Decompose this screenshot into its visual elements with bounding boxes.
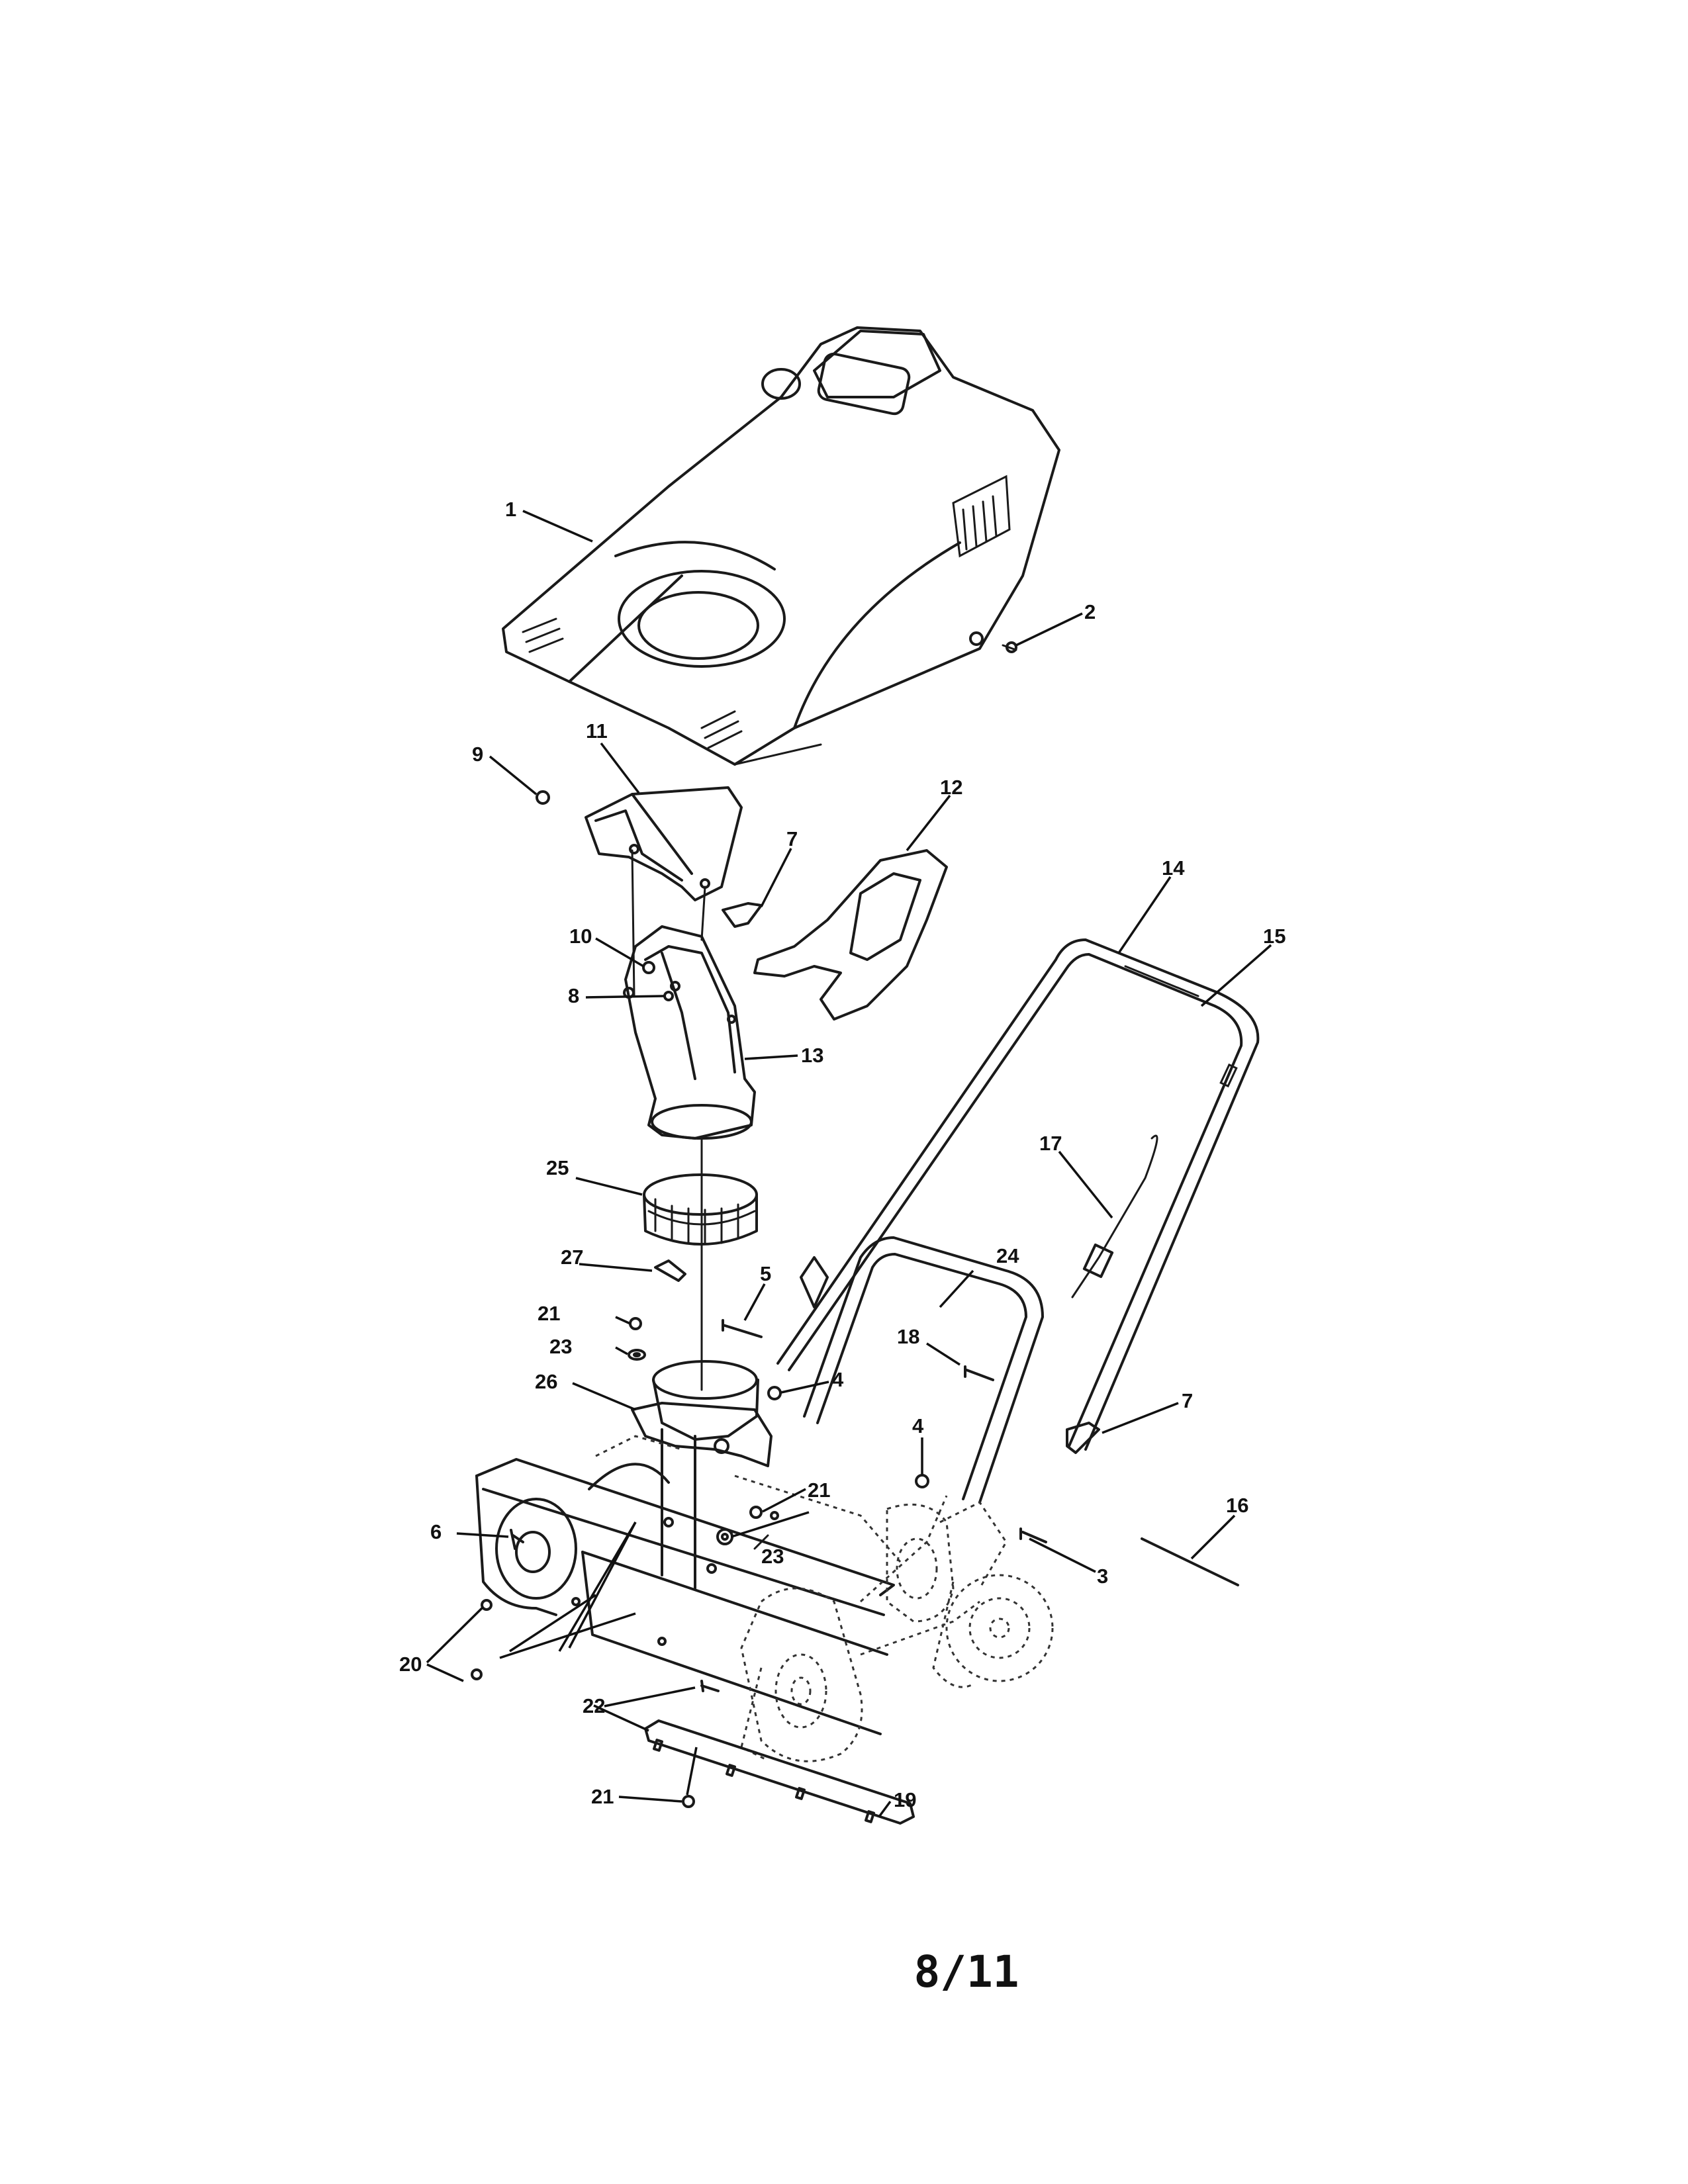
bolt-3: [1019, 1527, 1047, 1543]
washer-23-upper: [628, 1349, 646, 1361]
callout-21-lower: 21: [591, 1785, 614, 1808]
bolt-6: [510, 1529, 524, 1550]
callout-6: 6: [430, 1520, 442, 1543]
callout-24: 24: [996, 1244, 1019, 1267]
callout-10: 10: [569, 925, 592, 948]
bolt-22: [700, 1680, 720, 1692]
nut-21-mid: [749, 1506, 763, 1519]
callout-21-upper: 21: [538, 1302, 560, 1325]
shave-plate: [644, 1719, 915, 1825]
callout-7-lower: 7: [1182, 1389, 1193, 1412]
assembly-axis-right: [700, 886, 706, 941]
chute-deflector: [585, 786, 743, 901]
callout-19: 19: [894, 1788, 916, 1811]
nut-4-lower: [915, 1474, 929, 1488]
bolt-5: [722, 1319, 763, 1338]
carriage-bolt-20a: [481, 1599, 492, 1611]
chute-base: [631, 1360, 773, 1467]
callout-4-right: 4: [832, 1368, 844, 1391]
callout-9: 9: [472, 743, 483, 766]
callout-18: 18: [897, 1325, 919, 1348]
carriage-bolt-20b: [471, 1668, 483, 1680]
callout-27: 27: [561, 1246, 583, 1269]
clip-27: [654, 1259, 686, 1282]
callout-23-mid: 23: [761, 1545, 784, 1568]
callout-17: 17: [1039, 1132, 1062, 1155]
screw-2: [1002, 641, 1017, 653]
callout-26: 26: [535, 1370, 557, 1393]
nut-21-upper: [629, 1317, 642, 1330]
callout-labels: 1 2 3 4 4 5 6 7 7 8 9 10 11 12 13 14 15 …: [399, 498, 1286, 1811]
control-cable: [1071, 1134, 1158, 1298]
upper-handle: [776, 938, 1260, 1451]
rod-16: [1141, 1537, 1239, 1586]
nut-9: [536, 790, 550, 805]
upper-chute: [623, 925, 756, 1140]
callout-3: 3: [1097, 1565, 1108, 1588]
callout-2: 2: [1084, 600, 1096, 623]
wing-knob-7-upper: [722, 902, 763, 928]
bolt-18: [964, 1365, 994, 1381]
callout-4-lower: 4: [912, 1414, 924, 1437]
wing-knob-7-lower: [1066, 1422, 1100, 1454]
callout-13: 13: [801, 1044, 823, 1067]
chute-control-handle: [753, 849, 948, 1021]
bolt-10: [642, 961, 655, 974]
callout-22: 22: [583, 1694, 605, 1717]
callout-8: 8: [568, 984, 579, 1007]
callout-14: 14: [1162, 856, 1185, 880]
callout-20: 20: [399, 1653, 422, 1676]
callout-15: 15: [1263, 925, 1286, 948]
page-number: 8/11: [914, 1946, 1019, 1997]
leader-lines: [426, 510, 1272, 1818]
callout-5: 5: [760, 1262, 771, 1285]
bolt-8: [663, 991, 674, 1001]
chute-ring: [643, 1173, 758, 1246]
callout-16: 16: [1226, 1494, 1248, 1517]
auger-housing: [475, 1428, 895, 1735]
shroud-cover: [502, 326, 1060, 766]
callout-1: 1: [505, 498, 516, 521]
washer-23-mid: [716, 1528, 733, 1545]
frame-ghost: [595, 1435, 1054, 1762]
nut-21-lower: [682, 1795, 695, 1808]
callout-23-upper: 23: [549, 1335, 572, 1358]
nut-4-right: [767, 1386, 782, 1400]
assembly-axis-left: [631, 849, 635, 997]
callout-12: 12: [940, 776, 962, 799]
callout-11: 11: [586, 719, 608, 743]
callout-7-upper: 7: [786, 827, 798, 850]
lower-handle: [800, 1236, 1044, 1504]
callout-25: 25: [546, 1156, 569, 1179]
callout-21-mid: 21: [808, 1479, 830, 1502]
